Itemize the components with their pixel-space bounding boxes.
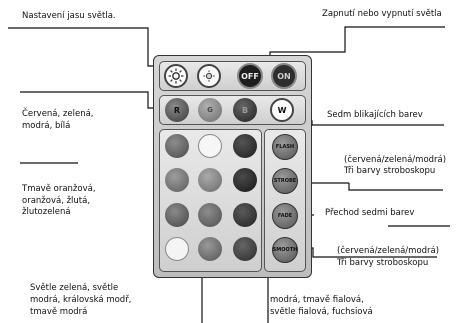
label-smooth-1: (červená/zelená/modrá): [337, 246, 440, 256]
off-label: OFF: [241, 71, 259, 81]
label-dark-1: Tmavě oranžová,: [22, 184, 96, 194]
line-strobe-end: [348, 183, 443, 191]
color-button-fuchsia[interactable]: [233, 237, 257, 261]
label-rgbw-2: modrá, bílá: [22, 121, 71, 131]
label-rgbw-1: Červená, zelená,: [22, 109, 94, 119]
fade-button[interactable]: FADE: [272, 203, 298, 229]
strobe-button[interactable]: STROBE: [272, 168, 298, 194]
white-button[interactable]: W: [270, 98, 294, 122]
color-button-dark-blue[interactable]: [198, 237, 222, 261]
green-button[interactable]: G: [198, 98, 222, 122]
color-button-yellow-green[interactable]: [165, 237, 189, 261]
line-flash: [290, 120, 444, 126]
color-button-light-blue[interactable]: [198, 168, 222, 192]
label-purple-2: světle fialová, fuchsiová: [270, 307, 373, 317]
color-button-blue[interactable]: [233, 134, 257, 158]
remote-control: OFF ON R G B W: [153, 55, 312, 278]
color-button-royal-blue[interactable]: [198, 203, 222, 227]
label-light-1: Světle zelená, světle: [30, 283, 119, 293]
brightness-down-button[interactable]: [197, 64, 221, 88]
color-button-light-purple[interactable]: [233, 203, 257, 227]
label-fade: Přechod sedmi barev: [325, 208, 415, 218]
label-smooth-2: Tři barvy stroboskopu: [337, 258, 429, 268]
label-dark-3: žlutozelená: [22, 207, 71, 217]
red-button[interactable]: R: [165, 98, 189, 122]
color-button-dark-purple[interactable]: [233, 168, 257, 192]
sun-icon: [168, 68, 184, 84]
label-strobe-1: (červená/zelená/modrá): [344, 155, 447, 165]
on-label: ON: [277, 71, 291, 81]
label-brightness: Nastavení jasu světla.: [22, 11, 116, 21]
line-brightness: [8, 27, 168, 67]
label-strobe-2: Tři barvy stroboskopu: [344, 166, 436, 176]
g-label: G: [207, 106, 213, 114]
label-dark-2: oranžová, žlutá,: [22, 196, 91, 206]
color-button-yellow[interactable]: [165, 203, 189, 227]
fade-label: FADE: [277, 213, 293, 219]
label-flash: Sedm blikajících barev: [327, 110, 423, 120]
smooth-button[interactable]: SMOOTH: [272, 237, 298, 263]
on-button[interactable]: ON: [271, 63, 297, 89]
off-button[interactable]: OFF: [237, 63, 263, 89]
color-button-light-green[interactable]: [198, 134, 222, 158]
label-power: Zapnutí nebo vypnutí světla: [322, 9, 442, 19]
strobe-label: STROBE: [273, 178, 297, 184]
b-label: B: [241, 105, 249, 115]
r-label: R: [173, 105, 181, 115]
color-button-orange[interactable]: [165, 168, 189, 192]
w-label: W: [277, 105, 287, 115]
brightness-up-button[interactable]: [164, 64, 188, 88]
label-light-2: modrá, královská modř,: [30, 295, 132, 305]
blue-button[interactable]: B: [233, 98, 257, 122]
flash-button[interactable]: FLASH: [272, 134, 298, 160]
label-purple-1: modrá, tmavě fialová,: [270, 295, 364, 305]
label-light-3: tmavě modrá: [30, 307, 88, 317]
sun-outline-icon: [203, 70, 215, 82]
smooth-label: SMOOTH: [272, 247, 298, 253]
flash-label: FLASH: [275, 144, 295, 150]
color-button-dark-orange[interactable]: [165, 134, 189, 158]
